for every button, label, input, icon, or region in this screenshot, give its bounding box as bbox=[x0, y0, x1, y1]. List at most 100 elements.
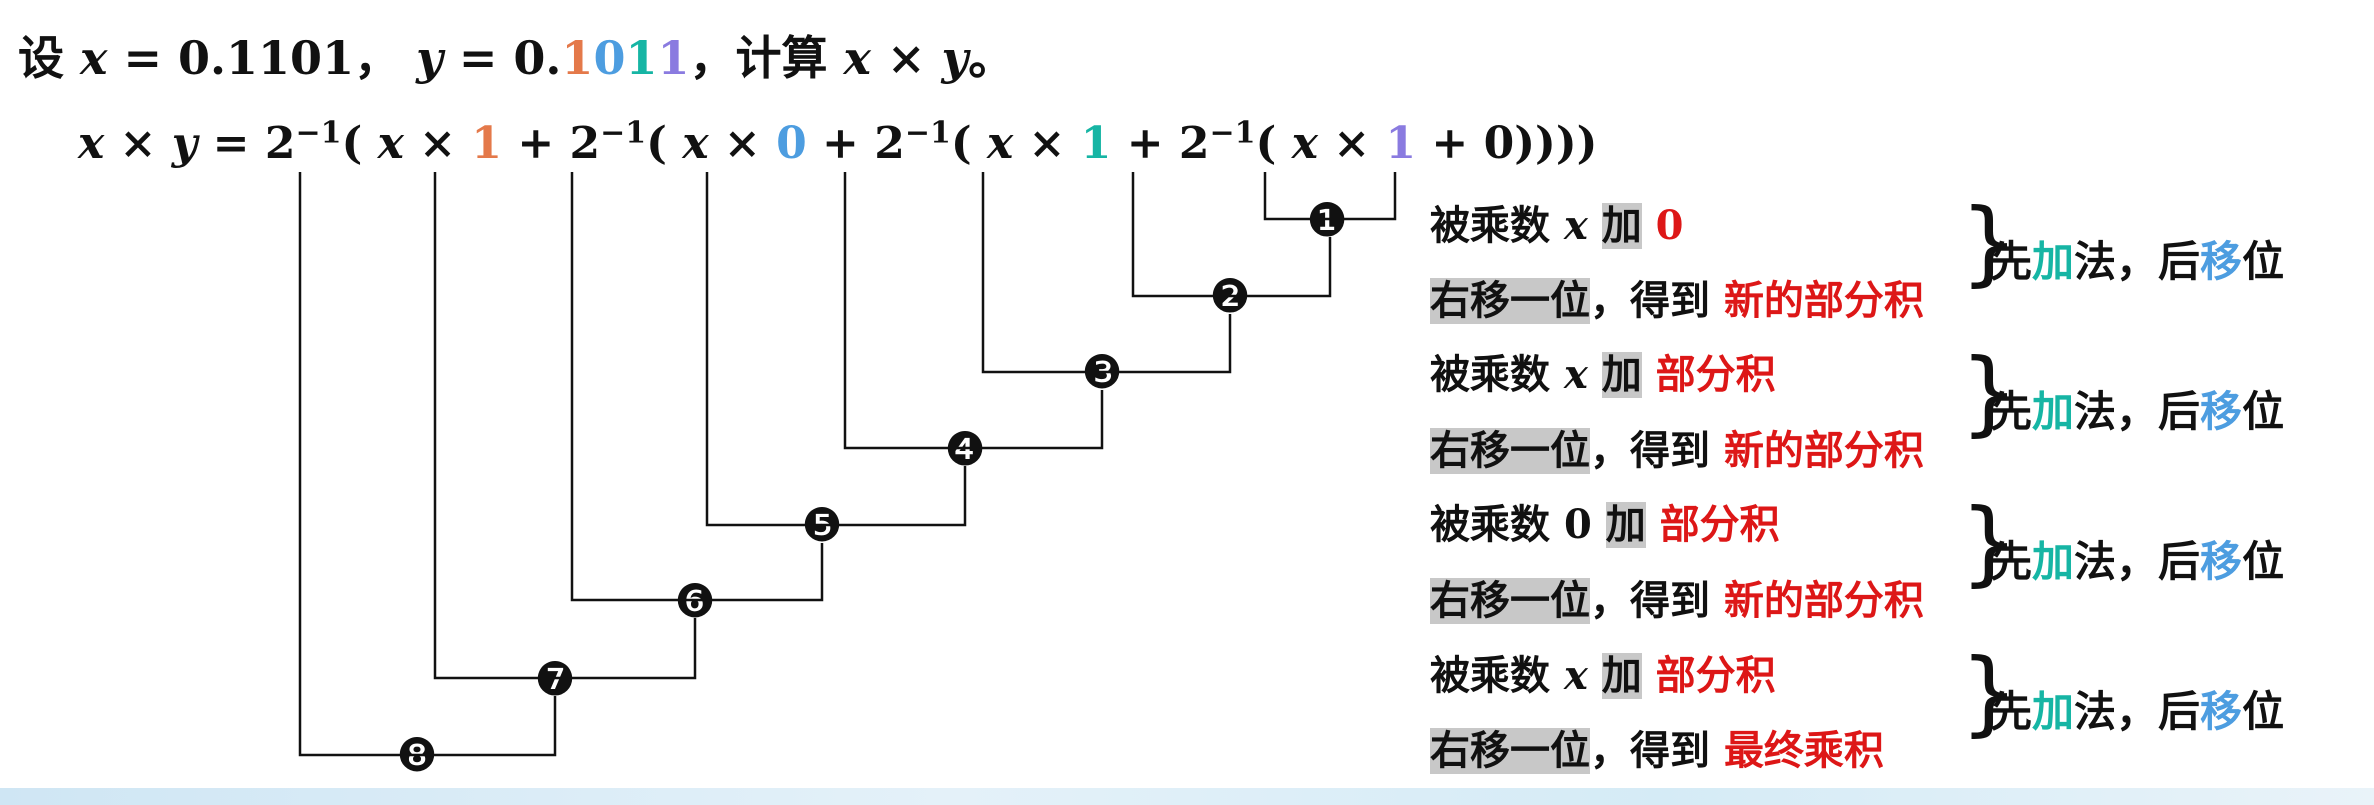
formula-eq: = bbox=[197, 118, 265, 169]
summary-3-p3: 法，后 bbox=[2074, 537, 2201, 586]
formula-x-1: x bbox=[377, 118, 404, 169]
step-5-b: 0 bbox=[1563, 501, 1592, 548]
times-3: × bbox=[1013, 118, 1081, 169]
step-marker-3: ❸ bbox=[1081, 345, 1122, 399]
expansion-formula: x × y = 2−1( x × 1 + 2−1( x × 0 + 2−1( x… bbox=[78, 118, 1597, 169]
times-1: × bbox=[403, 118, 472, 169]
summary-3: 先加法，后移位 bbox=[1990, 528, 2284, 589]
step-7-a: 被乘数 bbox=[1430, 653, 1550, 699]
pow-base-2: 2 bbox=[569, 118, 601, 169]
summary-2-p4: 移 bbox=[2200, 387, 2243, 436]
formula-digit-3: 1 bbox=[1080, 118, 1112, 169]
paren-2: ( bbox=[646, 118, 667, 169]
pow-base-1: 2 bbox=[264, 118, 296, 169]
paren-3: ( bbox=[950, 118, 972, 169]
step-4-c: 新的部分积 bbox=[1723, 428, 1924, 474]
step-8-text: 右移一位，得到 最终乘积 bbox=[1430, 718, 1884, 776]
pow-exp-3: −1 bbox=[904, 115, 951, 151]
summary-1-p4: 移 bbox=[2200, 237, 2243, 286]
step-2-text: 右移一位，得到 新的部分积 bbox=[1430, 268, 1924, 326]
summary-1-p5: 位 bbox=[2242, 237, 2285, 286]
brace-3: } bbox=[1960, 489, 2019, 596]
step-4-b: ，得到 bbox=[1590, 428, 1710, 474]
step-marker-7: ❼ bbox=[534, 652, 575, 706]
summary-1-p2: 加 bbox=[2032, 237, 2075, 286]
step-6-a: 右移一位 bbox=[1430, 578, 1590, 624]
step-2-b: ，得到 bbox=[1590, 278, 1710, 324]
var-x: x bbox=[80, 31, 108, 85]
problem-statement: 设 x = 0.1101， y = 0.1011，计算 x × y。 bbox=[18, 22, 1014, 88]
brace-1: } bbox=[1960, 189, 2019, 296]
summary-3-p1: 先 bbox=[1990, 537, 2033, 586]
step-3-c: 加 bbox=[1601, 352, 1642, 398]
formula-digit-2: 0 bbox=[776, 118, 807, 169]
problem-end: 。 bbox=[968, 31, 1015, 85]
step-5-d: 部分积 bbox=[1659, 502, 1780, 548]
step-7-d: 部分积 bbox=[1655, 653, 1776, 699]
step-6-text: 右移一位，得到 新的部分积 bbox=[1430, 568, 1924, 626]
connector-3 bbox=[981, 172, 1232, 374]
y-digit-1: 1 bbox=[561, 31, 594, 85]
summary-1-p3: 法，后 bbox=[2074, 237, 2201, 286]
x-value: = 0.1101， bbox=[107, 31, 401, 85]
times-2: × bbox=[708, 118, 777, 169]
step-8-a: 右移一位 bbox=[1430, 728, 1590, 774]
product-expr: x × y bbox=[843, 31, 969, 85]
formula-x-2: x bbox=[682, 118, 709, 169]
step-1-d: 0 bbox=[1655, 202, 1684, 249]
plus-3: + bbox=[1111, 118, 1179, 169]
bottom-decoration-strip bbox=[0, 788, 2374, 805]
step-4-text: 右移一位，得到 新的部分积 bbox=[1430, 418, 1924, 476]
pow-exp-2: −1 bbox=[600, 115, 647, 151]
summary-3-p2: 加 bbox=[2032, 537, 2075, 586]
step-3-b: x bbox=[1563, 351, 1588, 398]
step-3-a: 被乘数 bbox=[1430, 352, 1550, 398]
problem-prefix: 设 bbox=[18, 31, 64, 85]
summary-4-p3: 法，后 bbox=[2074, 687, 2201, 736]
closing-parens: )))) bbox=[1514, 118, 1598, 169]
pow-base-3: 2 bbox=[874, 118, 905, 169]
step-7-text: 被乘数 x 加 部分积 bbox=[1430, 643, 1776, 701]
y-digit-3: 1 bbox=[625, 31, 658, 85]
summary-1: 先加法，后移位 bbox=[1990, 228, 2284, 289]
step-marker-2: ❷ bbox=[1209, 269, 1250, 323]
step-3-d: 部分积 bbox=[1655, 352, 1776, 398]
connector-8 bbox=[298, 172, 557, 757]
step-6-c: 新的部分积 bbox=[1723, 578, 1924, 624]
summary-4-p5: 位 bbox=[2242, 687, 2285, 736]
step-1-text: 被乘数 x 加 0 bbox=[1430, 193, 1684, 251]
compute-text: ，计算 bbox=[689, 31, 828, 85]
step-1-c: 加 bbox=[1601, 203, 1642, 249]
pow-exp-4: −1 bbox=[1209, 115, 1256, 151]
formula-digit-4: 1 bbox=[1385, 118, 1417, 169]
connector-6 bbox=[570, 172, 824, 602]
summary-2-p2: 加 bbox=[2032, 387, 2075, 436]
step-8-b: ，得到 bbox=[1590, 728, 1710, 774]
step-1-b: x bbox=[1563, 202, 1588, 249]
step-2-c: 新的部分积 bbox=[1723, 278, 1924, 324]
step-2-a: 右移一位 bbox=[1430, 278, 1590, 324]
step-4-a: 右移一位 bbox=[1430, 428, 1590, 474]
formula-lhs: x × y bbox=[78, 118, 198, 169]
summary-4-p4: 移 bbox=[2200, 687, 2243, 736]
formula-x-3: x bbox=[987, 118, 1014, 169]
y-value-start: = 0. bbox=[442, 31, 562, 85]
plus-1: + bbox=[502, 118, 570, 169]
step-5-c: 加 bbox=[1605, 502, 1646, 548]
summary-2-p3: 法，后 bbox=[2074, 387, 2201, 436]
step-marker-8: ❽ bbox=[396, 728, 437, 782]
connector-2 bbox=[1131, 172, 1332, 298]
step-8-c: 最终乘积 bbox=[1723, 728, 1884, 774]
times-4: × bbox=[1317, 118, 1386, 169]
formula-zero: 0 bbox=[1483, 118, 1515, 169]
summary-4-p2: 加 bbox=[2032, 687, 2075, 736]
step-5-text: 被乘数 0 加 部分积 bbox=[1430, 492, 1780, 550]
step-marker-6: ❻ bbox=[674, 574, 715, 628]
connector-4 bbox=[843, 172, 1104, 450]
step-marker-5: ❺ bbox=[801, 498, 842, 552]
connector-7 bbox=[433, 172, 697, 680]
summary-3-p4: 移 bbox=[2200, 537, 2243, 586]
y-digit-2: 0 bbox=[593, 31, 626, 85]
pow-exp-1: −1 bbox=[295, 115, 342, 151]
y-digit-4: 1 bbox=[657, 31, 690, 85]
